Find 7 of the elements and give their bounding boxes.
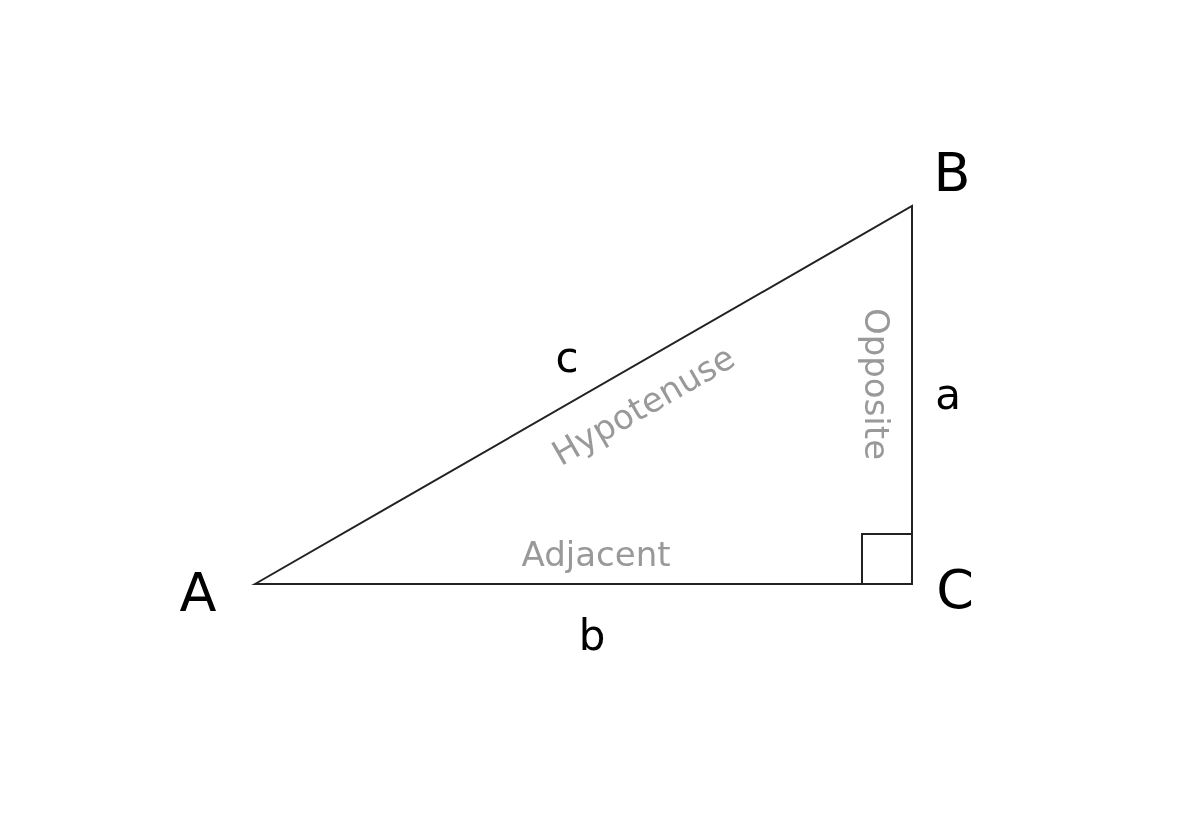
side-label: a xyxy=(935,374,961,416)
vertex-label: B xyxy=(933,146,971,200)
side-label: b xyxy=(578,615,606,657)
vertex-label: A xyxy=(179,566,217,620)
side-name: Adjacent xyxy=(521,537,671,571)
side-name: Opposite xyxy=(860,307,894,461)
vertex-label: C xyxy=(936,563,974,617)
